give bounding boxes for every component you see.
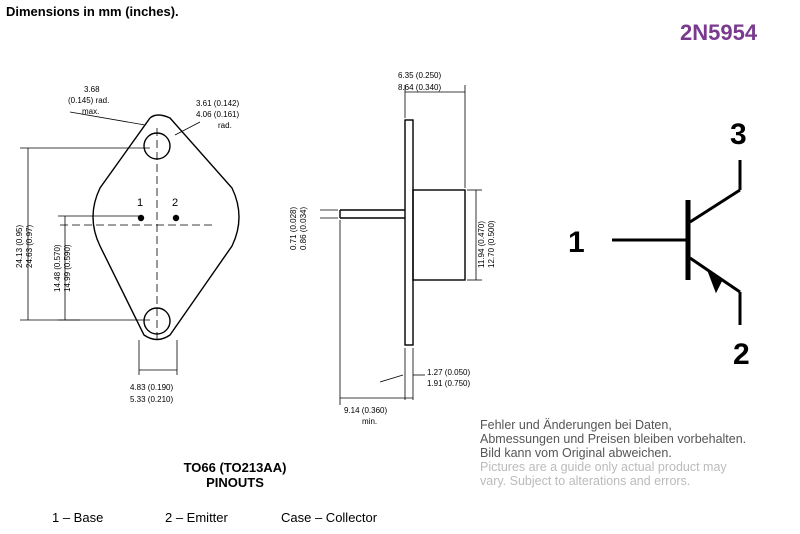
disclaimer-de-3: Bild kann vom Original abweichen. [480,446,672,460]
top-view-dimension-lines [20,111,201,375]
body [412,189,466,281]
hole-radius-2: (0.145) rad. [68,96,109,105]
flange-2: 1.91 (0.750) [427,379,470,388]
package-outline [92,114,240,341]
pin-2-dot [172,214,180,222]
top-view [60,114,240,341]
hole-radius-3: max. [82,107,99,116]
height-total-2: 24.63 (0.97) [25,225,34,268]
collector-lead [689,188,741,224]
flange [404,119,414,346]
pin-1-dot [137,214,145,222]
emitter-arrow-icon [706,269,723,294]
side-view [339,119,466,346]
edge-radius-1: 3.61 (0.142) [196,99,239,108]
part-number: 2N5954 [680,20,758,45]
symbol-pin-3: 3 [730,118,747,151]
edge-radius-3: rad. [218,121,232,130]
disclaimer-en-2: vary. Subject to alterations and errors. [480,474,691,488]
edge-radius-2: 4.06 (0.161) [196,110,239,119]
disclaimer: Fehler und Änderungen bei Daten, Abmessu… [480,418,800,488]
pin-2-label: 2 [172,197,178,209]
disclaimer-de-2: Abmessungen und Preisen bleiben vorbehal… [480,432,747,446]
flange-1: 1.27 (0.050) [427,368,470,377]
side-view-dimension-lines [320,85,482,405]
symbol-pin-1: 1 [568,226,585,259]
pinout-emitter: 2 – Emitter [165,510,228,525]
width-top-2: 8.64 (0.340) [398,83,441,92]
package-pinouts-title: PINOUTS [206,475,264,490]
disclaimer-de-1: Fehler und Änderungen bei Daten, [480,418,672,432]
body-height-2: 12.70 (0.500) [487,220,496,268]
package-caption: TO66 (TO213AA) PINOUTS [145,460,325,490]
height-total-1: 24.13 (0.95) [15,225,24,268]
height-pins-2: 14.99 (0.590) [63,244,72,292]
pin-1-label: 1 [137,197,143,209]
body-height-1: 11.94 (0.470) [477,221,486,268]
transistor-symbol [612,160,742,325]
dimensions-note: Dimensions in mm (inches). [6,4,179,19]
hole-radius-1: 3.68 [84,85,100,94]
lead-dia-2: 0.86 (0.034) [299,207,308,250]
pinout-collector: Case – Collector [281,510,378,525]
height-pins-1: 14.48 (0.570) [53,244,62,292]
width-top-1: 6.35 (0.250) [398,71,441,80]
package-name: TO66 (TO213AA) [183,460,287,475]
pin-spacing-1: 4.83 (0.190) [130,383,173,392]
symbol-pin-2: 2 [733,338,750,371]
lead-dia-1: 0.71 (0.028) [289,207,298,250]
lead-length-1: 9.14 (0.360) [344,406,387,415]
lead-length-2: min. [362,417,377,426]
pinout-base: 1 – Base [52,510,104,525]
pin-spacing-2: 5.33 (0.210) [130,395,173,404]
disclaimer-en-1: Pictures are a guide only actual product… [480,460,727,474]
